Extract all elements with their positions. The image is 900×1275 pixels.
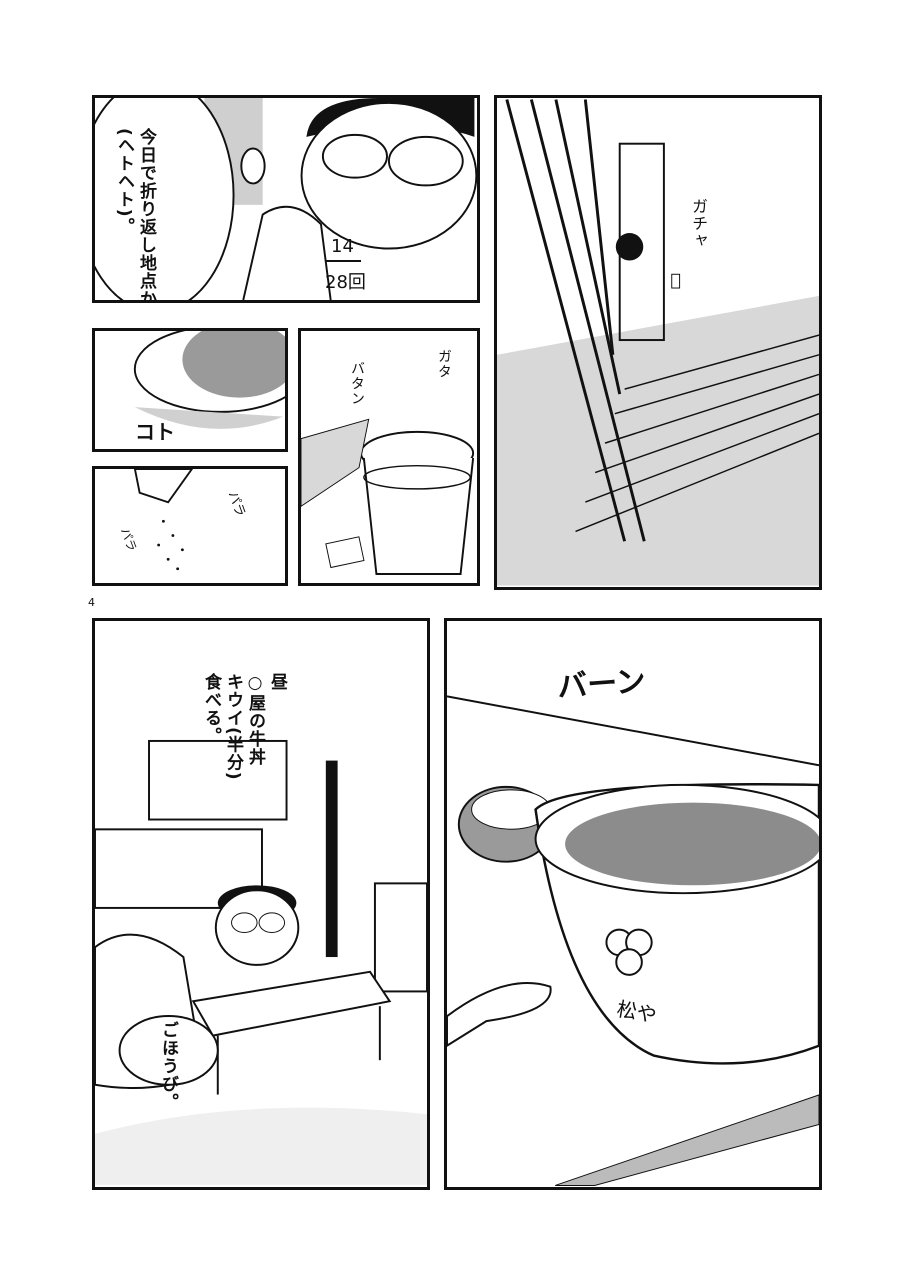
counter-bottom: 28回 [325,272,366,293]
narration-caption: 昼 ○屋の牛丼 キウイ(半分) 食べる。 [201,673,287,781]
sfx-koto: コト [135,420,175,444]
counter-top: 14 [331,236,354,257]
page-number: 4 [88,596,95,609]
sfx-gacha: ガチャ [689,198,708,249]
panel-3: コト [92,328,288,452]
panel-5: パラ パラ [92,466,288,586]
counter-divider [325,260,361,262]
speech-bubble-text: 今日で折り返し地点か(ヘトヘト)。 [114,128,156,303]
speech-bubble-gohoubi: ごほうび。 [158,1021,178,1111]
panel-1: 今日で折り返し地点か(ヘトヘト)。 14 28回 [92,95,480,303]
cup-noodle-art [301,418,475,575]
panel-4: ガタ バタン [298,328,480,586]
panel-6: 昼 ○屋の牛丼 キウイ(半分) 食べる。 ごほうび。 [92,618,430,1190]
sfx-gata: ガタ [436,349,452,379]
panel-7: バーン 松や [444,618,822,1190]
plate-art [133,331,285,429]
sprinkle-art [133,469,194,571]
room-art [95,739,427,1185]
panel-2: ガチャ [494,95,822,590]
gyudon-art [447,695,819,1186]
stairs-art [497,99,819,586]
sfx-batan: バタン [349,361,365,406]
sfx-baan: バーン [556,663,647,706]
panel-1-art [95,98,477,300]
